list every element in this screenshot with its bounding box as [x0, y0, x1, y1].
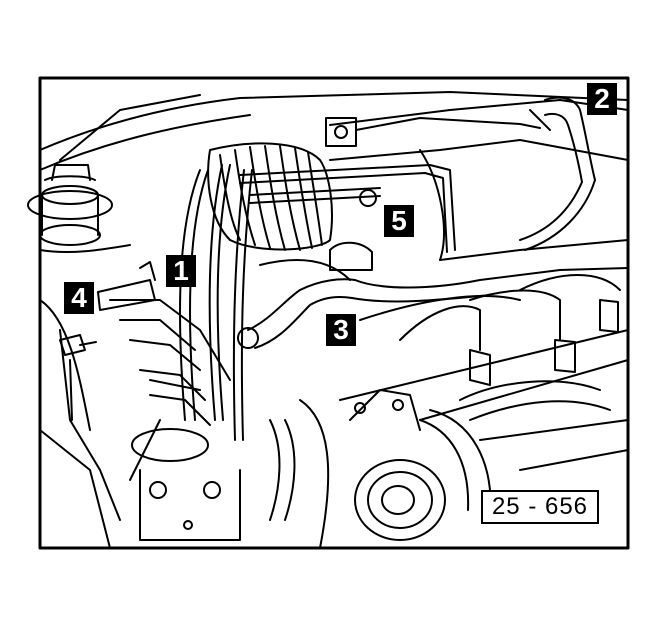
cap-5 [359, 189, 377, 207]
strut-tower [27, 164, 131, 254]
engine-block [339, 329, 629, 471]
callout-3: 3 [326, 314, 356, 346]
bracket-left [59, 261, 156, 421]
callout-2: 2 [587, 83, 617, 115]
hose-center [237, 241, 629, 349]
ignition-leads [359, 274, 621, 386]
intake-manifold [109, 299, 241, 541]
lower-hoses [269, 399, 330, 549]
callout-4: 4 [64, 282, 94, 314]
hose-upper-right [519, 96, 596, 251]
alternator [349, 389, 492, 541]
callout-1: 1 [166, 255, 196, 287]
hood-outline [39, 91, 629, 171]
figure-frame [38, 76, 630, 550]
figure-reference-number: 25 - 656 [481, 490, 599, 524]
callout-5: 5 [384, 205, 414, 237]
intake-bellows [207, 142, 333, 251]
